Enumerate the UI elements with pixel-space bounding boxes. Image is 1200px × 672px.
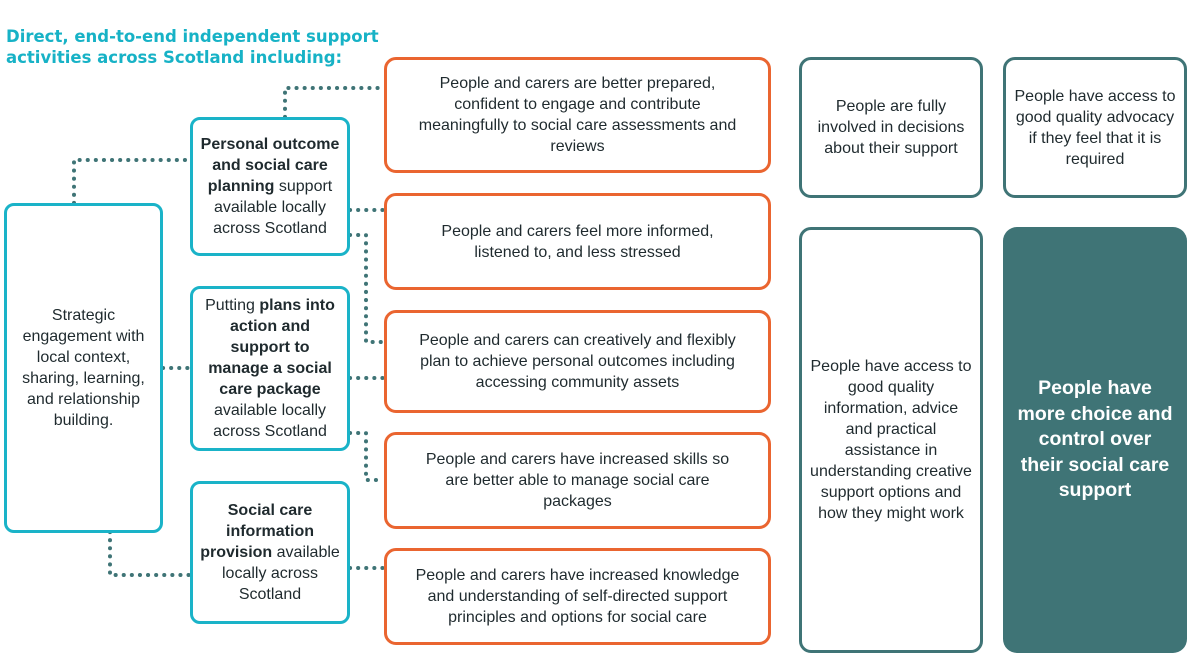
connector-activity-2-to-outcome-4 (348, 431, 386, 482)
connector-activity-1-to-outcome-1 (283, 86, 386, 119)
activity-planning-bold: Personal outcome and social care plannin… (200, 136, 340, 195)
activity-plans-into-action-lead: Putting (205, 297, 260, 314)
outcome-box-informed: People and carers feel more informed, li… (384, 193, 771, 290)
result-text-involved: People are fully involved in decisions a… (817, 98, 965, 157)
result-box-advocacy: People have access to good quality advoc… (1003, 57, 1187, 198)
activity-planning-rest: support available locally across Scotlan… (213, 178, 333, 237)
outcome-box-prepared: People and carers are better prepared, c… (384, 57, 771, 173)
activity-planning-text: Personal outcome and social care plannin… (199, 134, 341, 239)
activity-planning-box: Personal outcome and social care plannin… (190, 117, 350, 256)
outcome-text-creative-planning: People and carers can creatively and fle… (419, 332, 736, 391)
result-text-information: People have access to good quality infor… (810, 358, 972, 522)
outcome-text-knowledge: People and carers have increased knowled… (415, 567, 740, 626)
connector-strategic-to-activity-1 (72, 158, 192, 205)
diagram-title: Direct, end-to-end independent support a… (6, 27, 379, 67)
outcome-text-prepared: People and carers are better prepared, c… (418, 75, 737, 155)
result-text-choice-control: People have more choice and control over… (1017, 377, 1173, 502)
result-text-advocacy: People have access to good quality advoc… (1014, 87, 1176, 168)
strategic-engagement-box: Strategic engagement with local context,… (4, 203, 163, 533)
activity-information-provision-text: Social care information provision availa… (199, 500, 341, 605)
activity-plans-into-action-bold: plans into action and support to manage … (208, 297, 335, 398)
activity-information-provision-rest: available locally across Scotland (221, 544, 340, 603)
outcome-box-knowledge: People and carers have increased knowled… (384, 548, 771, 645)
outcome-text-skills: People and carers have increased skills … (425, 451, 730, 510)
strategic-engagement-text: Strategic engagement with local context,… (22, 307, 145, 429)
result-box-choice-control: People have more choice and control over… (1003, 227, 1187, 653)
activity-plans-into-action-text: Putting plans into action and support to… (199, 295, 341, 442)
activity-information-provision-box: Social care information provision availa… (190, 481, 350, 624)
outcome-box-skills: People and carers have increased skills … (384, 432, 771, 529)
result-box-involved: People are fully involved in decisions a… (799, 57, 983, 198)
connector-activity-1-to-outcome-3 (348, 233, 386, 344)
outcome-box-creative-planning: People and carers can creatively and fle… (384, 310, 771, 413)
activity-plans-into-action-box: Putting plans into action and support to… (190, 286, 350, 451)
connector-strategic-to-activity-3 (108, 530, 192, 577)
result-box-information: People have access to good quality infor… (799, 227, 983, 653)
outcome-text-informed: People and carers feel more informed, li… (441, 222, 714, 261)
activity-information-provision-bold: Social care information provision (200, 502, 314, 561)
activity-plans-into-action-rest: available locally across Scotland (213, 402, 327, 440)
